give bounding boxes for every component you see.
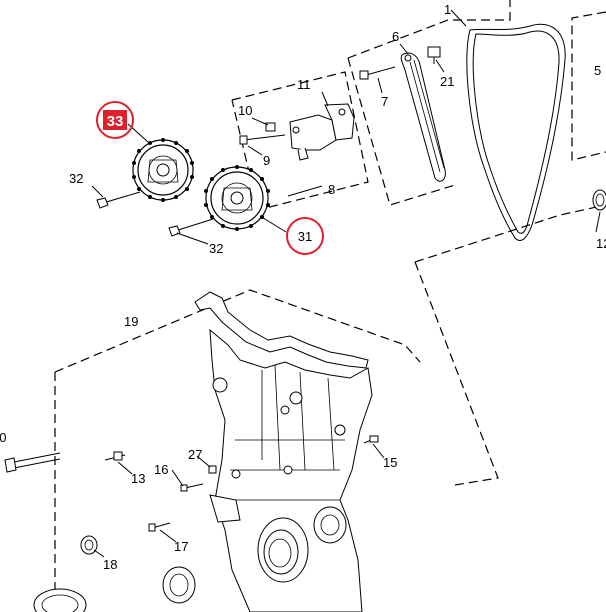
chain-guide (400, 52, 446, 182)
label-31: 31 (298, 229, 312, 244)
label-27: 27 (188, 447, 202, 462)
label-13: 13 (131, 471, 145, 486)
timing-chain (466, 23, 566, 241)
part-labels: 1 5 6 7 8 9 10 11 12 13 15 16 17 18 19 2… (0, 2, 606, 572)
label-20: 20 (0, 430, 6, 445)
camshaft-sprocket-upper (132, 138, 194, 202)
guide-bolts (359, 46, 441, 80)
crank-seal-right (592, 189, 606, 211)
leader-lines (91, 9, 601, 558)
front-cover (194, 291, 373, 612)
cover-bolts (4, 435, 379, 612)
tensioner (289, 103, 355, 161)
camshaft-sprocket-lower (204, 165, 270, 231)
tensioner-bolts (239, 122, 286, 145)
label-21: 21 (440, 74, 454, 89)
callout-33-marker: 33 (96, 101, 134, 139)
label-9: 9 (263, 153, 270, 168)
callout-31-marker: 31 (286, 217, 324, 255)
label-7: 7 (381, 94, 388, 109)
label-15: 15 (383, 455, 397, 470)
label-32-upper: 32 (69, 171, 83, 186)
label-18: 18 (103, 557, 117, 572)
label-1: 1 (444, 2, 451, 17)
label-11: 11 (297, 77, 311, 92)
label-8: 8 (328, 182, 335, 197)
label-32-lower: 32 (209, 241, 223, 256)
label-16: 16 (154, 462, 168, 477)
label-6: 6 (392, 29, 399, 44)
label-10: 10 (238, 103, 252, 118)
label-33: 33 (107, 113, 124, 130)
label-5: 5 (594, 63, 601, 78)
label-19: 19 (124, 314, 138, 329)
label-12: 12 (596, 236, 606, 251)
label-17: 17 (174, 539, 188, 554)
